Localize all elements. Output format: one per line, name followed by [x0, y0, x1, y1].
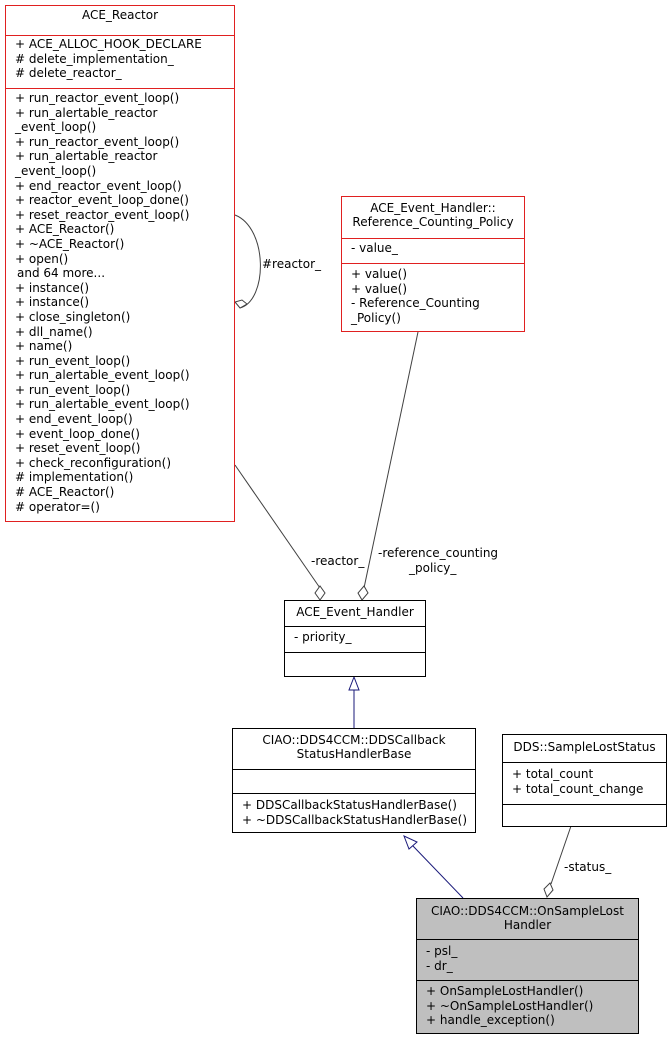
edge-inherit-callback-base — [412, 845, 464, 899]
label-reactor-self: #reactor_ — [262, 257, 322, 271]
class-ace-event-handler[interactable]: ACE_Event_Handler - priority_ — [284, 600, 426, 677]
attributes-section: - psl_ - dr_ — [417, 939, 638, 980]
attribute: # delete_implementation_ — [15, 51, 174, 66]
class-title: DDS::SampleLostStatus — [513, 740, 656, 754]
methods-section — [285, 652, 425, 676]
methods-section: + DDSCallbackStatusHandlerBase() + ~DDSC… — [233, 793, 475, 827]
method: + check_reconfiguration() — [15, 455, 172, 470]
method: + run_alertable_event_loop() — [15, 397, 190, 412]
label-reactor: -reactor_ — [311, 554, 365, 568]
class-title: CIAO::DDS4CCM::OnSampleLost Handler — [431, 904, 624, 932]
method: + reset_event_loop() — [15, 441, 141, 456]
method: # ACE_Reactor() — [15, 485, 115, 500]
attributes-section: - priority_ — [285, 626, 425, 652]
attribute: # delete_reactor_ — [15, 66, 122, 81]
method: + handle_exception() — [426, 1013, 555, 1028]
edge-ref-counting — [363, 331, 419, 589]
attribute: - dr_ — [426, 958, 453, 973]
method: _event_loop() — [15, 163, 97, 178]
edge-reactor-diamond — [314, 585, 326, 601]
label-ref-counting-2: _policy_ — [409, 561, 457, 575]
class-title: ACE_Reactor — [81, 8, 159, 22]
class-reference-counting-policy[interactable]: ACE_Event_Handler:: Reference_Counting_P… — [341, 196, 525, 332]
label-ref-counting-1: -reference_counting — [378, 546, 499, 560]
method: + close_singleton() — [15, 309, 131, 324]
method: + DDSCallbackStatusHandlerBase() — [242, 798, 457, 812]
attribute: + ACE_ALLOC_HOOK_DECLARE — [15, 37, 202, 51]
attribute: - value_ — [351, 241, 398, 255]
methods-section: + value() + value() - Reference_Counting… — [342, 263, 524, 325]
method: + open() — [15, 251, 69, 266]
method: + dll_name() — [15, 324, 93, 339]
method: - Reference_Counting — [351, 296, 480, 311]
edge-reactor — [234, 464, 321, 589]
method: + run_event_loop() — [15, 353, 131, 368]
method: + ~ACE_Reactor() — [15, 236, 125, 251]
method: + instance() — [15, 280, 90, 295]
method: + run_alertable_event_loop() — [15, 368, 190, 383]
class-title: ACE_Event_Handler:: Reference_Counting_P… — [352, 201, 514, 229]
edge-reactor-self — [234, 214, 261, 309]
methods-section: + run_reactor_event_loop() + run_alertab… — [6, 88, 234, 514]
attribute: - priority_ — [294, 630, 352, 644]
class-on-sample-lost-handler[interactable]: CIAO::DDS4CCM::OnSampleLost Handler - ps… — [416, 898, 639, 1034]
method: + end_reactor_event_loop() — [15, 178, 182, 193]
method: + ACE_Reactor() — [15, 222, 115, 237]
method: # operator=() — [15, 499, 100, 514]
attributes-section: - value_ — [342, 238, 524, 263]
class-title: ACE_Event_Handler — [296, 605, 414, 619]
attributes-section: + ACE_ALLOC_HOOK_DECLARE # delete_implem… — [6, 35, 234, 88]
method: and 64 more... — [17, 266, 106, 281]
method: + run_reactor_event_loop() — [15, 91, 180, 105]
methods-section — [503, 804, 666, 826]
method: + instance() — [15, 295, 90, 310]
method: + end_event_loop() — [15, 412, 133, 427]
method: _Policy() — [351, 310, 401, 325]
method: + ~OnSampleLostHandler() — [426, 998, 594, 1013]
attribute: + total_count — [512, 767, 594, 781]
attributes-section — [233, 769, 475, 793]
edge-inherit-event-handler-arrow — [348, 675, 360, 691]
method: + reactor_event_loop_done() — [15, 193, 189, 208]
edge-status — [550, 825, 572, 885]
method: + OnSampleLostHandler() — [426, 984, 584, 998]
attribute: - psl_ — [426, 944, 458, 958]
edge-status-diamond — [543, 882, 554, 898]
method: + ~DDSCallbackStatusHandlerBase() — [242, 812, 468, 827]
edge-inherit-callback-base-arrow — [403, 835, 418, 850]
class-title: CIAO::DDS4CCM::DDSCallback StatusHandler… — [262, 733, 446, 761]
method: + name() — [15, 339, 73, 354]
attributes-section: + total_count + total_count_change — [503, 762, 666, 804]
edge-reactor-self-diamond — [234, 299, 248, 309]
method: + value() — [351, 267, 408, 281]
method: + run_event_loop() — [15, 382, 131, 397]
method: # implementation() — [15, 470, 134, 485]
method: + event_loop_done() — [15, 426, 140, 441]
method: + run_alertable_reactor — [15, 149, 158, 164]
edge-ref-counting-diamond — [357, 585, 369, 601]
method: + reset_reactor_event_loop() — [15, 207, 190, 222]
method: + run_alertable_reactor — [15, 105, 158, 120]
label-status: -status_ — [564, 860, 612, 874]
class-dds-callback-status-handler-base[interactable]: CIAO::DDS4CCM::DDSCallback StatusHandler… — [232, 728, 476, 833]
method: _event_loop() — [15, 120, 97, 135]
class-sample-lost-status[interactable]: DDS::SampleLostStatus + total_count + to… — [502, 734, 667, 827]
method: + run_reactor_event_loop() — [15, 134, 180, 149]
method: + value() — [351, 281, 408, 296]
attribute: + total_count_change — [512, 781, 644, 796]
methods-section: + OnSampleLostHandler() + ~OnSampleLostH… — [417, 980, 638, 1028]
class-ace-reactor[interactable]: ACE_Reactor + ACE_ALLOC_HOOK_DECLARE # d… — [5, 5, 235, 522]
